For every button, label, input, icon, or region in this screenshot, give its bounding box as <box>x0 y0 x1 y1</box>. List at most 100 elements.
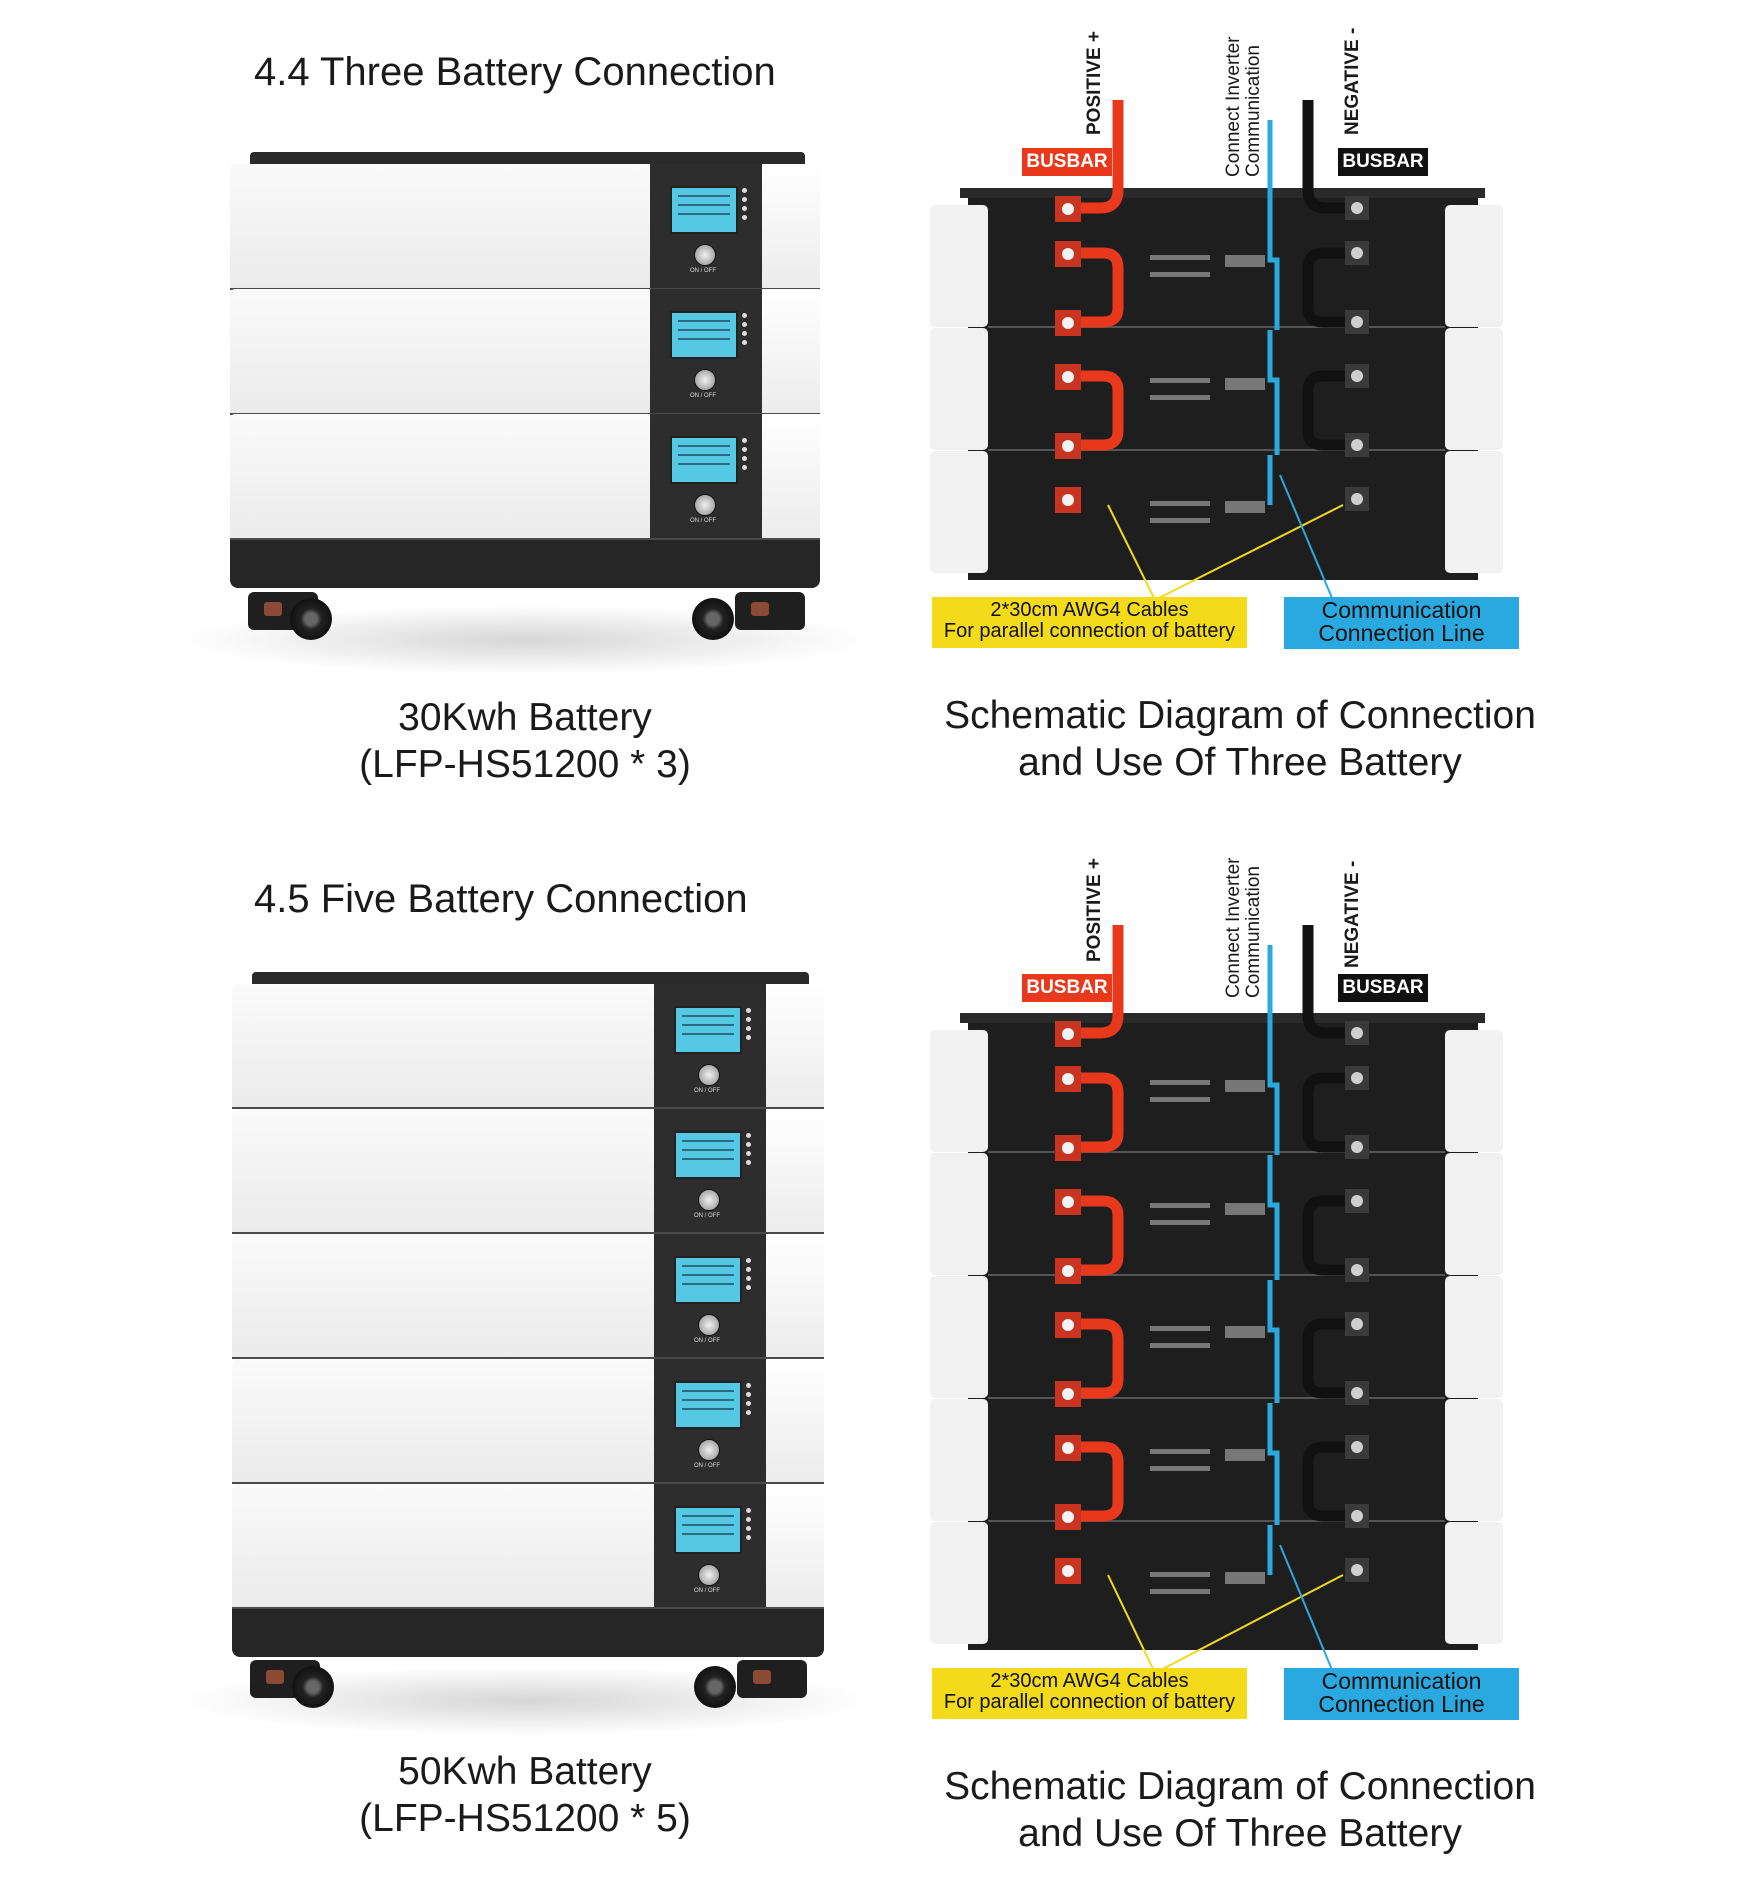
pointer-lines <box>1107 1544 1344 1678</box>
busbar-negative-tag: BUSBAR <box>1338 148 1428 176</box>
diagram-caption-line: Schematic Diagram of Connection <box>944 694 1536 737</box>
positive-label: POSITIVE + <box>1084 30 1105 135</box>
battery-module: ON / OFF <box>230 414 820 540</box>
product-caption-line: 50Kwh Battery <box>398 1750 652 1793</box>
inverter-comm-label: Connect Inverter Communication <box>1223 857 1264 998</box>
lcd-display <box>670 186 738 234</box>
positive-terminals <box>1055 1021 1081 1584</box>
battery-info-panel: ON / OFF <box>650 414 762 538</box>
product-caption-line: (LFP-HS51200 * 3) <box>359 743 691 786</box>
diagram-caption-line: and Use Of Three Battery <box>1018 741 1462 784</box>
negative-terminals <box>1345 1021 1369 1582</box>
connection-diagram-3 <box>930 100 1503 606</box>
battery-info-panel: ON / OFF <box>650 164 762 288</box>
battery-info-panel: ON / OFF <box>654 1359 766 1482</box>
comm-note: Communication Connection Line <box>1284 1668 1519 1720</box>
power-button[interactable] <box>698 1189 720 1211</box>
negative-cables <box>1302 100 1361 451</box>
busbar-positive-tag: BUSBAR <box>1022 148 1112 176</box>
diagram-caption: Schematic Diagram of Connection and Use … <box>925 1763 1555 1857</box>
battery-module: ON / OFF <box>232 984 824 1109</box>
caster <box>737 1660 807 1698</box>
on-off-label: ON / OFF <box>694 1338 720 1344</box>
diagram-caption-line: and Use Of Three Battery <box>1018 1812 1462 1855</box>
status-leds <box>746 1133 752 1169</box>
status-leds <box>742 313 748 349</box>
control-indicators <box>1150 1080 1265 1594</box>
cabinet-lid <box>250 152 805 164</box>
cables-note: 2*30cm AWG4 Cables For parallel connecti… <box>932 597 1247 648</box>
busbar-negative-tag: BUSBAR <box>1338 974 1428 1002</box>
diagram-caption-line: Schematic Diagram of Connection <box>944 1765 1536 1808</box>
wheel <box>292 1666 334 1708</box>
battery-info-panel: ON / OFF <box>654 1234 766 1357</box>
status-leds <box>746 1258 752 1294</box>
product-caption: 30Kwh Battery (LFP-HS51200 * 3) <box>330 694 720 788</box>
power-button[interactable] <box>698 1564 720 1586</box>
power-button[interactable] <box>694 494 716 516</box>
wheel <box>692 598 734 640</box>
status-leds <box>746 1508 752 1544</box>
on-off-label: ON / OFF <box>694 1213 720 1219</box>
section-title: 4.4 Three Battery Connection <box>254 50 776 94</box>
battery-stack-5: ON / OFF ON / OFF ON / OFF <box>232 972 824 1712</box>
lcd-display <box>674 1131 742 1179</box>
battery-rack <box>930 188 1503 580</box>
positive-label: POSITIVE + <box>1084 857 1105 962</box>
lcd-display <box>670 311 738 359</box>
negative-label: NEGATIVE - <box>1342 27 1363 135</box>
wheel <box>290 598 332 640</box>
positive-terminals <box>1055 196 1081 513</box>
cabinet-base <box>232 1609 824 1657</box>
connection-diagram-5 <box>930 925 1503 1678</box>
lcd-display <box>670 436 738 484</box>
communication-cables <box>1267 120 1280 505</box>
pointer-lines <box>1107 474 1344 606</box>
power-button[interactable] <box>698 1314 720 1336</box>
negative-label: NEGATIVE - <box>1342 860 1363 968</box>
section-title: 4.5 Five Battery Connection <box>254 877 748 921</box>
lcd-display <box>674 1381 742 1429</box>
status-leds <box>742 438 748 474</box>
caster <box>735 592 805 630</box>
battery-module: ON / OFF <box>230 289 820 415</box>
product-caption-line: (LFP-HS51200 * 5) <box>359 1797 691 1840</box>
status-leds <box>746 1383 752 1419</box>
battery-info-panel: ON / OFF <box>650 289 762 413</box>
battery-info-panel: ON / OFF <box>654 984 766 1107</box>
lcd-display <box>674 1256 742 1304</box>
battery-module: ON / OFF <box>232 1484 824 1609</box>
battery-module: ON / OFF <box>232 1359 824 1484</box>
on-off-label: ON / OFF <box>694 1088 720 1094</box>
wheel <box>694 1666 736 1708</box>
positive-cables <box>1059 925 1124 1522</box>
battery-module: ON / OFF <box>232 1234 824 1359</box>
negative-terminals <box>1345 196 1369 511</box>
battery-module: ON / OFF <box>230 164 820 290</box>
lcd-display <box>674 1006 742 1054</box>
inverter-comm-label: Connect Inverter Communication <box>1223 36 1264 177</box>
power-button[interactable] <box>694 369 716 391</box>
battery-info-panel: ON / OFF <box>654 1484 766 1607</box>
status-leds <box>746 1008 752 1044</box>
on-off-label: ON / OFF <box>690 393 716 399</box>
on-off-label: ON / OFF <box>694 1463 720 1469</box>
battery-rack <box>930 1013 1503 1650</box>
control-indicators <box>1150 255 1265 523</box>
battery-stack-3: ON / OFF ON / OFF ON / OFF <box>230 152 820 642</box>
power-button[interactable] <box>694 244 716 266</box>
busbar-positive-tag: BUSBAR <box>1022 974 1112 1002</box>
product-caption: 50Kwh Battery (LFP-HS51200 * 5) <box>330 1748 720 1842</box>
positive-cables <box>1059 100 1124 451</box>
cabinet-lid <box>252 972 809 984</box>
power-button[interactable] <box>698 1439 720 1461</box>
comm-note: Communication Connection Line <box>1284 597 1519 649</box>
power-button[interactable] <box>698 1064 720 1086</box>
on-off-label: ON / OFF <box>690 518 716 524</box>
cabinet-base <box>230 540 820 588</box>
on-off-label: ON / OFF <box>694 1588 720 1594</box>
product-caption-line: 30Kwh Battery <box>398 696 652 739</box>
diagram-caption: Schematic Diagram of Connection and Use … <box>925 692 1555 786</box>
communication-cables <box>1267 945 1280 1575</box>
negative-cables <box>1302 925 1361 1522</box>
